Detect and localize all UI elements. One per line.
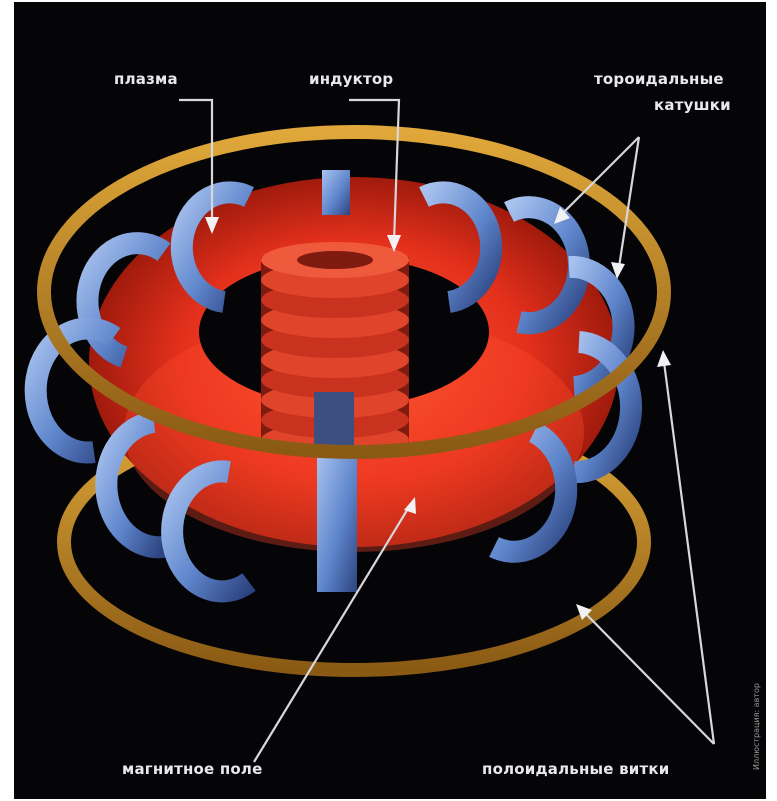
- label-inductor: индуктор: [309, 70, 393, 88]
- label-plasma: плазма: [114, 70, 178, 88]
- tokamak-illustration: [14, 2, 766, 799]
- leader-toroidal-b: [619, 137, 639, 267]
- toroidal-coil-center: [314, 392, 354, 447]
- toroidal-coil-front: [317, 452, 357, 592]
- image-credit: Иллюстрация: автор: [752, 600, 764, 770]
- label-toroidal-line1: тороидальные: [594, 70, 724, 88]
- tokamak-diagram: плазма индуктор тороидальные катушки маг…: [14, 2, 766, 799]
- arrow-pointer-icon: [657, 350, 671, 367]
- label-magnetic-field: магнитное поле: [122, 760, 262, 778]
- label-toroidal-line2: катушки: [654, 96, 731, 114]
- label-poloidal: полоидальные витки: [482, 760, 670, 778]
- credit-text: Иллюстрация: автор: [752, 683, 761, 770]
- leader-poloidal-b: [584, 612, 714, 744]
- toroidal-coil-back: [322, 170, 350, 215]
- leader-poloidal-a: [664, 362, 714, 744]
